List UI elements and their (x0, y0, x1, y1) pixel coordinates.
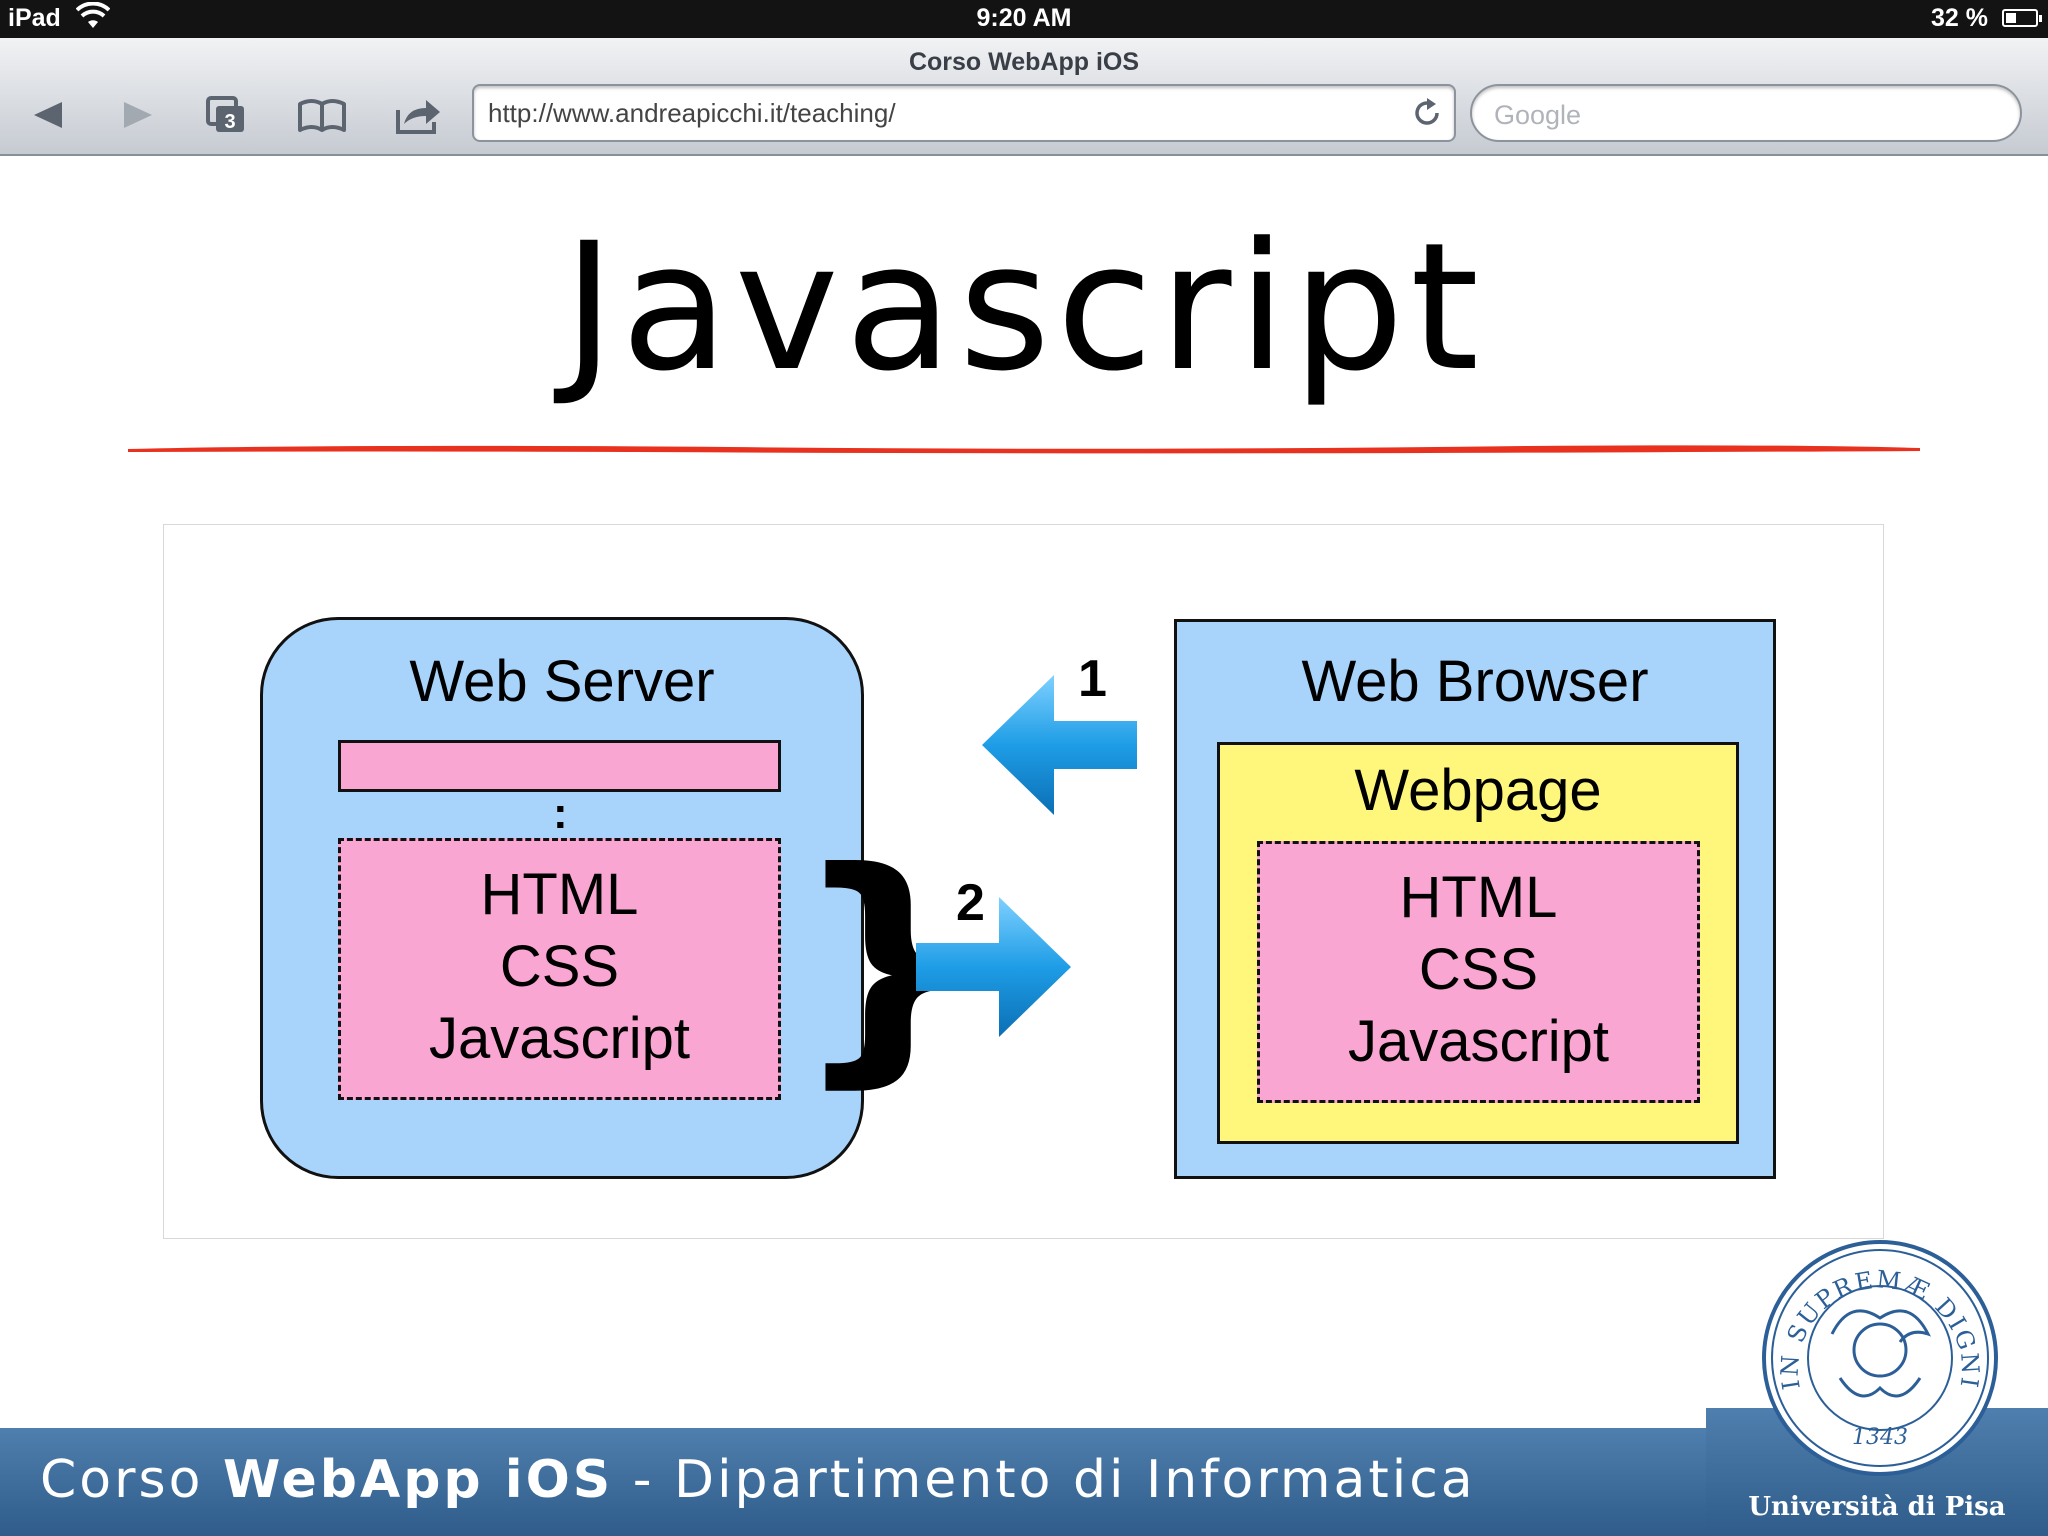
server-js-label: Javascript (428, 1006, 691, 1071)
device-name: iPad (8, 4, 61, 32)
request-step-number: 1 (1078, 650, 1107, 708)
logo-year: 1343 (1852, 1425, 1908, 1450)
battery-percentage: 32 % (1931, 4, 1988, 32)
browser-css-label: CSS (1418, 937, 1539, 1002)
webpage-box: Webpage HTML CSS Javascript (1217, 742, 1739, 1144)
reload-icon[interactable] (1410, 96, 1444, 130)
browser-toolbar: Corso WebApp iOS 3 http://www.andreapicc… (0, 38, 2048, 156)
footer-app: WebApp iOS (222, 1450, 614, 1510)
web-browser-title: Web Browser (1301, 649, 1649, 714)
server-file-bar (338, 740, 781, 792)
status-bar: iPad 9:20 AM 32 % (0, 0, 2048, 38)
server-files-box: HTML CSS Javascript (338, 838, 781, 1100)
footer-text: Corso WebApp iOS - Dipartimento di Infor… (40, 1450, 1476, 1510)
web-server-box: Web Server : HTML CSS Javascript (260, 617, 864, 1179)
web-browser-box: Web Browser Webpage HTML CSS Javascript (1174, 619, 1776, 1179)
address-bar[interactable]: http://www.andreapicchi.it/teaching/ (472, 84, 1456, 142)
back-icon[interactable] (20, 90, 76, 140)
search-field[interactable] (1470, 84, 2022, 142)
page-title: Corso WebApp iOS (908, 48, 1140, 76)
response-step-number: 2 (956, 874, 985, 932)
tabs-count: 3 (224, 111, 235, 133)
server-css-label: CSS (499, 934, 620, 999)
tabs-icon[interactable]: 3 (198, 90, 254, 140)
browser-files-box: HTML CSS Javascript (1257, 841, 1700, 1103)
university-logo: IN SUPREMÆ DIGNITATIS 1343 (1706, 1238, 2048, 1536)
url-text: http://www.andreapicchi.it/teaching/ (488, 98, 896, 128)
university-name: Università di Pisa (1748, 1492, 2006, 1522)
bookmarks-icon[interactable] (294, 90, 350, 140)
web-server-title: Web Server (409, 649, 715, 714)
forward-icon[interactable] (110, 90, 166, 140)
browser-html-label: HTML (1399, 865, 1558, 930)
slide-title: Javascript (562, 205, 1486, 410)
footer-dept: - Dipartimento di Informatica (613, 1450, 1476, 1510)
search-input[interactable] (1492, 96, 1996, 134)
diagram: Web Server : HTML CSS Javascript } 1 2 W… (163, 524, 1884, 1239)
title-underline (128, 445, 1920, 454)
response-arrow-icon (916, 897, 1071, 1037)
clock: 9:20 AM (976, 4, 1072, 32)
server-ellipsis: : (553, 789, 568, 838)
university-seal-icon: IN SUPREMÆ DIGNITATIS 1343 (1760, 1238, 1998, 1476)
server-html-label: HTML (480, 862, 639, 927)
wifi-icon (75, 1, 111, 32)
browser-js-label: Javascript (1347, 1009, 1610, 1074)
footer-course: Corso (40, 1450, 204, 1510)
request-arrow-icon (982, 675, 1137, 815)
battery-icon (2002, 9, 2042, 27)
webpage-title: Webpage (1354, 758, 1602, 823)
share-icon[interactable] (390, 90, 446, 140)
